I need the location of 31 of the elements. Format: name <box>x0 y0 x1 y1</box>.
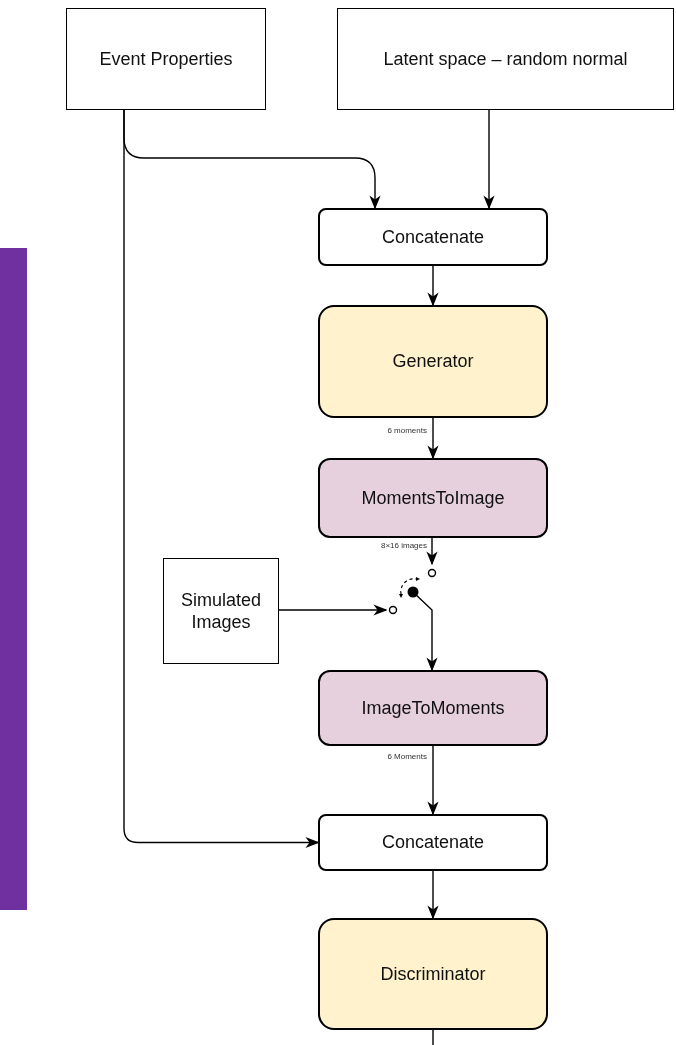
arrow <box>123 109 320 849</box>
node-label: Event Properties <box>98 47 234 71</box>
arrow <box>427 265 439 307</box>
input-box <box>163 558 279 664</box>
model-box <box>318 305 548 418</box>
arrow <box>427 745 439 816</box>
model-box <box>318 918 548 1030</box>
arrow <box>426 537 438 566</box>
arrow <box>278 604 388 616</box>
edge-label: 6 moments <box>387 427 427 435</box>
node-label: Concatenate <box>380 225 486 249</box>
arrow <box>426 615 438 672</box>
edge-label: 6 Moments <box>387 753 427 761</box>
node-label: ImageToMoments <box>360 696 506 720</box>
node-label: Concatenate <box>380 831 486 854</box>
process-box <box>318 670 548 746</box>
arrow <box>427 870 439 920</box>
side-bar <box>0 248 27 910</box>
arrow <box>427 417 439 460</box>
node-label: MomentsToImage <box>360 486 506 510</box>
input-box <box>337 8 674 110</box>
process-box <box>318 814 548 871</box>
node-label: Generator <box>391 350 475 373</box>
process-box <box>318 208 548 266</box>
input-box <box>66 8 266 110</box>
node-label: Latent space – random normal <box>382 47 629 71</box>
edge-label: 8×16 images <box>380 542 427 550</box>
node-label: Simulated Images <box>179 588 262 634</box>
node-label: Discriminator <box>379 962 487 986</box>
process-box <box>318 458 548 538</box>
arrow <box>483 109 495 210</box>
